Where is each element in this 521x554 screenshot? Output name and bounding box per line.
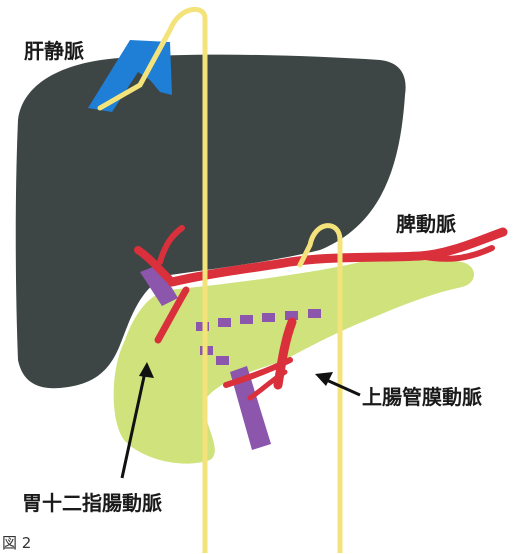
label-gastroduodenal-artery: 胃十二指腸動脈: [22, 492, 162, 514]
splenic-vein-dash: [262, 313, 275, 322]
splenic-vein-dash: [218, 318, 231, 327]
label-splenic-artery: 脾動脈: [396, 213, 456, 235]
label-superior-mesenteric-artery: 上腸管膜動脈: [362, 386, 482, 408]
label-hepatic-vein: 肝静脈: [24, 40, 84, 62]
figure-caption: 図 2: [2, 532, 31, 554]
arrow-sma-head: [315, 372, 333, 386]
splenic-vein-dash: [216, 356, 229, 365]
splenic-vein-dash: [240, 315, 253, 324]
splenic-vein-dash: [308, 309, 321, 318]
